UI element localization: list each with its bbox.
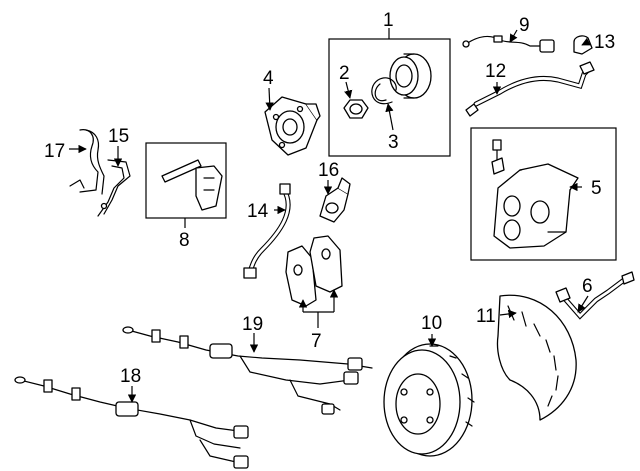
hardware-kit-8 <box>161 159 223 211</box>
callout-18: 18 <box>120 366 141 387</box>
callout-2: 2 <box>339 63 350 84</box>
callout-9: 9 <box>519 15 530 36</box>
wiring-harness-18 <box>14 376 249 469</box>
callout-17: 17 <box>44 141 65 162</box>
brake-line-6 <box>555 271 635 320</box>
snap-ring <box>371 77 397 105</box>
callout-10: 10 <box>421 313 442 334</box>
callout-12: 12 <box>485 61 506 82</box>
axle-nut <box>343 99 369 119</box>
splash-shield-11 <box>496 294 577 421</box>
sensor-16 <box>319 177 351 223</box>
wheel-hub <box>264 96 321 156</box>
callout-16: 16 <box>318 160 339 181</box>
callout-14: 14 <box>247 201 269 222</box>
callout-11: 11 <box>476 306 496 327</box>
callout-13: 13 <box>594 32 615 53</box>
callout-19: 19 <box>242 314 263 335</box>
brake-pads-7 <box>285 235 343 307</box>
brake-line-12 <box>465 61 595 117</box>
wear-sensor-9 <box>462 35 555 53</box>
callout-5: 5 <box>591 178 602 199</box>
wiring-harness-19 <box>122 326 373 415</box>
callout-4: 4 <box>263 68 274 89</box>
spring-15 <box>97 159 131 217</box>
callout-15: 15 <box>108 126 129 147</box>
hardware-kit-box <box>145 142 227 219</box>
brake-rotor-10 <box>383 343 475 457</box>
callout-1: 1 <box>383 10 394 31</box>
brake-caliper <box>491 139 579 249</box>
caliper-group-box <box>470 127 617 261</box>
callout-3: 3 <box>388 132 399 153</box>
wheel-bearing <box>389 53 432 99</box>
callout-8: 8 <box>179 230 190 251</box>
brake-hose-14 <box>243 183 291 279</box>
callout-7: 7 <box>311 331 322 352</box>
callout-6: 6 <box>582 276 593 297</box>
spring-17 <box>69 129 105 195</box>
